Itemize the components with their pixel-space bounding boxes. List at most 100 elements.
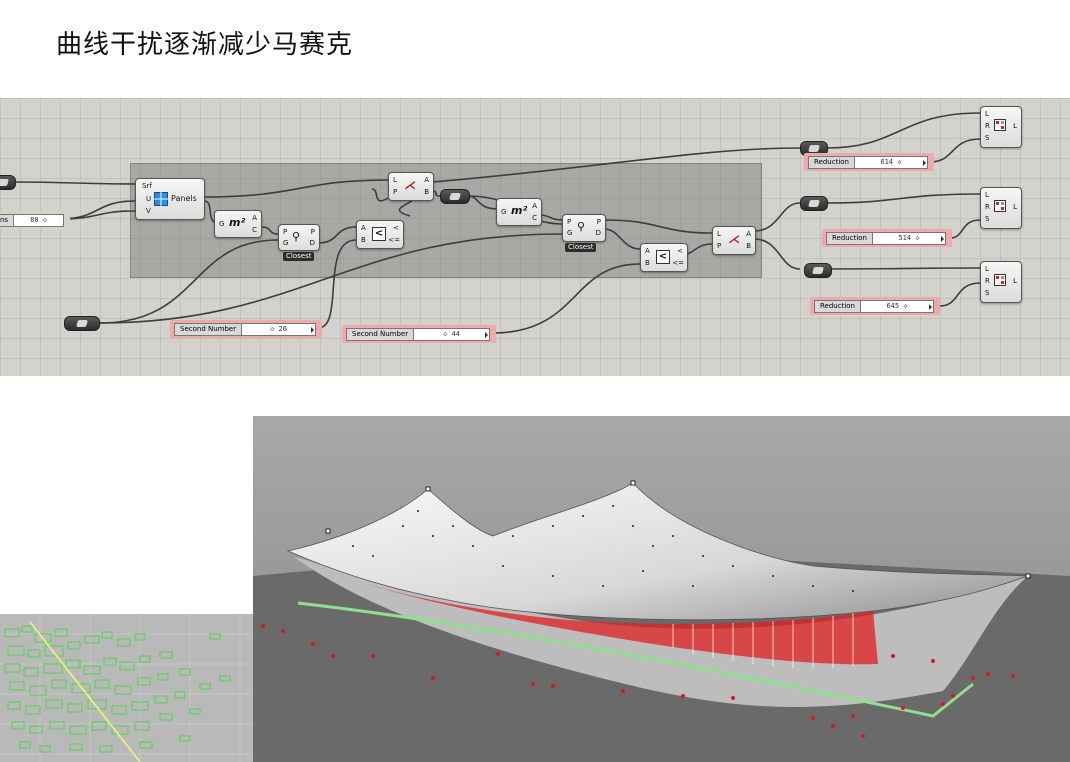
slider-value: 80 xyxy=(30,216,39,224)
slider-label: Reduction xyxy=(827,233,873,244)
geometry-param-icon xyxy=(808,144,820,152)
wire xyxy=(59,210,136,220)
port-g: G xyxy=(219,220,225,228)
reduction-slider[interactable]: Reduction 614 ◇ xyxy=(804,153,934,171)
reduce-component[interactable]: L R S L xyxy=(980,261,1022,303)
port-b: B xyxy=(746,242,751,250)
wire xyxy=(99,239,279,324)
wire xyxy=(825,193,981,204)
panels-grid-icon xyxy=(154,192,168,206)
port-l-in: L xyxy=(985,110,989,118)
wire xyxy=(539,214,563,221)
area-m2-icon: m² xyxy=(511,204,528,217)
wire xyxy=(317,226,357,244)
wire xyxy=(59,200,136,220)
port-a: A xyxy=(532,202,537,210)
port-r: R xyxy=(985,277,990,285)
geometry-param[interactable] xyxy=(0,175,16,190)
area-component[interactable]: G m² A C xyxy=(214,210,262,238)
port-lt: < xyxy=(393,224,399,232)
port-l: L xyxy=(393,176,397,184)
panels-component[interactable]: Srf U V Panels xyxy=(135,178,205,220)
control-points xyxy=(325,480,1031,579)
closest-point-icon: ⚲ xyxy=(577,220,586,233)
reduction-slider[interactable]: Reduction 514 ◇ xyxy=(822,229,952,247)
roof-model-render xyxy=(253,416,1070,762)
geometry-param-icon xyxy=(76,319,88,327)
wires-layer xyxy=(13,112,981,334)
closest-point-icon: ⚲ xyxy=(292,230,301,243)
slider-value: 26 xyxy=(278,325,287,333)
wire xyxy=(261,226,279,235)
port-l-out: L xyxy=(1013,122,1017,130)
reduce-random-icon xyxy=(994,274,1006,286)
port-srf: Srf xyxy=(142,182,152,190)
attractor-curve xyxy=(297,601,974,718)
rhino-top-viewport[interactable] xyxy=(0,614,253,762)
second-number-slider[interactable]: Second Number ◇ 44 xyxy=(342,325,496,343)
wire xyxy=(371,188,389,202)
area-m2-icon: m² xyxy=(229,216,246,229)
smaller-than-icon: < xyxy=(372,227,386,241)
geometry-param[interactable] xyxy=(64,316,100,331)
dispatch-icon: ⋌ xyxy=(404,178,416,192)
component-label: Closest xyxy=(565,243,597,252)
area-component[interactable]: G m² A C xyxy=(496,198,542,226)
closest-component[interactable]: P G ⚲ P D xyxy=(562,214,606,242)
mosaic-panels xyxy=(4,625,231,753)
port-p-in: P xyxy=(283,228,288,236)
smaller-component[interactable]: A B < < <= xyxy=(640,243,688,272)
slider-value: 614 xyxy=(880,158,894,166)
closest-component[interactable]: P G ⚲ P D xyxy=(278,224,320,251)
geometry-param[interactable] xyxy=(800,196,828,211)
wire xyxy=(753,238,801,270)
port-g: G xyxy=(567,229,573,237)
dispatch-component[interactable]: L P ⋌ A B xyxy=(388,172,434,201)
page-title: 曲线干扰逐渐减少马赛克 xyxy=(56,30,354,60)
wire xyxy=(603,228,641,250)
port-p-out: P xyxy=(310,228,315,236)
dispatch-component[interactable]: L P ⋌ A B xyxy=(712,226,756,255)
slider-partial[interactable]: ns 80 ◇ xyxy=(0,211,70,229)
port-l-in: L xyxy=(985,191,989,199)
rhino-perspective-viewport[interactable] xyxy=(253,416,1070,762)
second-number-slider[interactable]: Second Number ◇ 26 xyxy=(170,320,322,338)
dispatch-icon: ⋌ xyxy=(728,232,740,246)
slider-value: 514 xyxy=(898,234,912,242)
slider-value: 645 xyxy=(886,302,900,310)
component-name: Panels xyxy=(171,194,197,203)
reduce-component[interactable]: L R S L xyxy=(980,187,1022,229)
port-p: P xyxy=(393,188,398,196)
wire xyxy=(753,202,801,232)
reduction-slider[interactable]: Reduction 645 ◇ xyxy=(810,297,940,315)
surface-dots xyxy=(352,505,854,592)
port-p: P xyxy=(717,242,722,250)
grasshopper-canvas[interactable]: ns 80 ◇ Srf U V Panels G m² A C P G ⚲ P … xyxy=(0,98,1070,376)
geometry-param[interactable] xyxy=(804,263,832,278)
port-d: D xyxy=(309,239,315,247)
reduce-random-icon xyxy=(994,119,1006,131)
slider-label: Reduction xyxy=(809,157,855,168)
wire xyxy=(603,219,713,234)
port-le: <= xyxy=(672,259,684,267)
reduce-component[interactable]: L R S L xyxy=(980,106,1022,148)
port-l-out: L xyxy=(1013,277,1017,285)
port-l: L xyxy=(717,230,721,238)
mosaic-band xyxy=(313,566,878,665)
port-s: S xyxy=(985,215,990,223)
slider-value: 44 xyxy=(451,330,460,338)
port-a: A xyxy=(424,176,429,184)
mosaic-plan-render xyxy=(0,614,253,762)
wire xyxy=(13,181,136,185)
attractor-curve-plan xyxy=(29,621,141,762)
smaller-component[interactable]: A B < < <= xyxy=(356,220,404,249)
red-points xyxy=(261,624,1015,738)
component-label: Closest xyxy=(283,252,315,261)
smaller-than-icon: < xyxy=(656,250,670,264)
wire xyxy=(825,267,981,270)
geometry-param[interactable] xyxy=(440,189,470,204)
wire xyxy=(949,219,981,239)
slider-label: Second Number xyxy=(175,324,243,335)
wire xyxy=(467,195,499,210)
slider-label: Reduction xyxy=(815,301,861,312)
